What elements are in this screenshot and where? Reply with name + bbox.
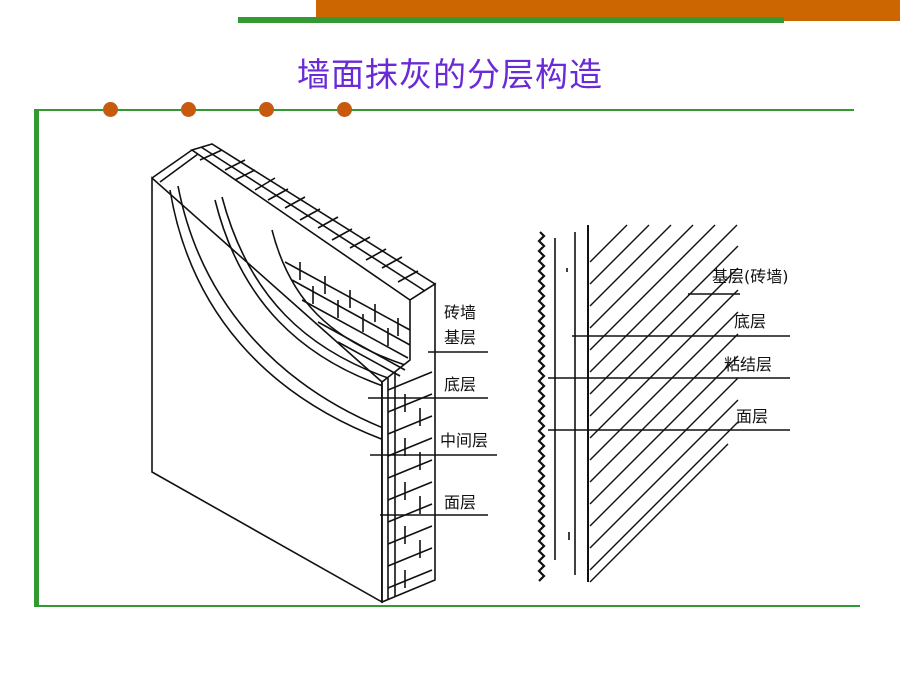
decorative-dot-3 (259, 102, 274, 117)
label-brick-wall-line2: 基层 (444, 328, 476, 347)
brick-top-course-1 (200, 146, 426, 292)
decorative-dot-1 (103, 102, 118, 117)
plaster-thickness-lines (381, 372, 396, 602)
top-accent-bar-orange (316, 0, 900, 21)
exposed-brick-joints (299, 262, 399, 346)
brick-top-joints-b (199, 149, 419, 283)
wall-section-view (537, 224, 739, 583)
decorative-dot-2 (181, 102, 196, 117)
left-leader-lines (368, 351, 497, 516)
layer-curve-outer (169, 189, 385, 441)
right-labels: 基层(砖墙) 底层 粘结层 面层 (712, 267, 789, 426)
label-base-coat-left: 底层 (444, 375, 476, 394)
left-labels: 砖墙 基层 底层 中间层 面层 (440, 303, 488, 512)
label-base-coat-right: 底层 (734, 312, 766, 331)
hatch-line (589, 224, 672, 307)
hatch-line (589, 311, 739, 461)
hatch-line (589, 224, 716, 351)
frame-bottom-line (34, 605, 860, 607)
decorative-dot-4 (337, 102, 352, 117)
hatch-line (589, 245, 739, 395)
hatch-line (589, 224, 738, 373)
exposed-brick-courses (284, 261, 411, 377)
hatch-line (589, 443, 729, 583)
hatch-line (589, 421, 739, 571)
brick-top-joints (224, 159, 403, 269)
label-substrate: 基层(砖墙) (712, 267, 789, 286)
hatch-line (589, 224, 650, 285)
frame-top-line (34, 109, 854, 111)
section-marks (566, 268, 570, 540)
brick-side-face (381, 282, 436, 604)
wall-isometric-view (151, 143, 437, 604)
side-brick-courses (387, 371, 433, 589)
hatch-line (589, 267, 739, 417)
slide-title: 墙面抹灰的分层构造 (297, 55, 603, 94)
top-accent-bar-green (238, 17, 784, 23)
label-brick-wall-line1: 砖墙 (444, 303, 476, 322)
hatch-line (589, 224, 628, 263)
label-middle-coat: 中间层 (440, 431, 488, 450)
layer-curve-outer-b (177, 185, 389, 431)
right-leader-lines (548, 293, 790, 431)
section-rough-edge (537, 231, 546, 582)
label-finish-coat-right: 面层 (736, 407, 768, 426)
hatch-line (589, 333, 739, 483)
hatch-line (589, 399, 739, 549)
label-bonding-coat: 粘结层 (724, 355, 772, 374)
frame-left-line (34, 109, 39, 607)
layer-curve-middle (214, 199, 396, 391)
hatch-line (589, 289, 739, 439)
plaster-top-edge-inner (159, 153, 199, 183)
side-brick-joints (404, 394, 421, 588)
hatch-line (589, 377, 739, 527)
label-finish-coat-left: 面层 (444, 493, 476, 512)
hatch-line (589, 224, 694, 329)
layer-curve-middle-b (221, 196, 401, 383)
